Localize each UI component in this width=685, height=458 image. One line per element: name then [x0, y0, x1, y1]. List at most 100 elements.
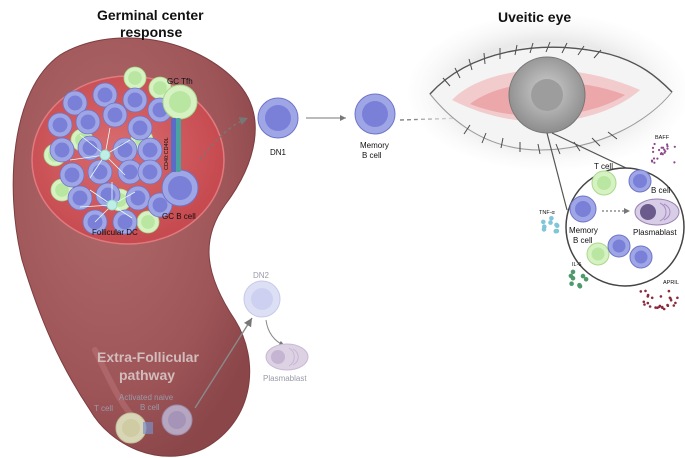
april-molecule — [666, 304, 670, 308]
tnf-molecules — [541, 216, 560, 234]
extra-follicular-title-1: Extra-Follicular — [97, 349, 199, 365]
gc-b-small-cell-nucleus — [132, 120, 148, 136]
baff-molecule — [651, 160, 654, 163]
baff-molecule — [666, 145, 669, 148]
gc-tfh-small-cell-nucleus — [153, 81, 167, 95]
inset-memory-label-2: B cell — [573, 236, 593, 245]
tcr-interaction — [143, 422, 153, 434]
april-molecule — [646, 295, 650, 298]
gc-b-small-cell-nucleus — [130, 190, 146, 206]
germinal-center-title-1: Germinal center — [97, 7, 204, 23]
gc-b-small-cell-nucleus — [97, 87, 113, 103]
april-molecule — [642, 300, 646, 304]
eye-pupil — [531, 79, 563, 111]
april-molecule — [639, 290, 643, 293]
gc-b-small-cell-nucleus — [142, 164, 158, 180]
extra-plasmablast-label: Plasmablast — [263, 374, 307, 383]
follicular-dc-label: Follicular DC — [92, 228, 138, 237]
tnf-molecule — [541, 219, 546, 225]
april-molecule — [676, 296, 679, 300]
gc-b-cell-label: GC B cell — [162, 212, 196, 221]
il6-label: IL-6 — [572, 262, 581, 268]
baff-molecule — [652, 150, 655, 153]
gc-b-small-cell-nucleus — [117, 142, 133, 158]
april-molecule — [667, 289, 671, 293]
gc-tfh-small-cell-nucleus — [55, 183, 69, 197]
follicular-dc-cell — [106, 199, 118, 211]
baff-molecule — [651, 146, 655, 149]
germinal-center-title-2: response — [120, 24, 182, 40]
inset-plasmablast — [634, 198, 680, 226]
uveitic-eye — [408, 14, 685, 170]
il6-molecule — [577, 282, 582, 288]
cd40-cd40l-interaction — [171, 118, 181, 172]
il6-molecule — [580, 273, 586, 279]
il6-molecule — [583, 277, 589, 282]
april-molecules — [639, 289, 679, 311]
baff-molecule — [658, 148, 661, 152]
baff-molecule — [663, 148, 666, 151]
gc-b-small-cell-nucleus — [52, 117, 68, 133]
baff-molecule — [673, 161, 676, 164]
tnf-molecule — [548, 220, 553, 225]
baff-molecule — [666, 147, 669, 150]
april-molecule — [656, 306, 659, 310]
il6-molecule — [569, 281, 574, 287]
gc-tfh-small-cell-nucleus — [128, 71, 142, 85]
dn1-label: DN1 — [270, 148, 287, 157]
tnf-molecule — [541, 227, 547, 232]
gc-tfh-small-cell-nucleus — [141, 215, 155, 229]
april-molecule — [650, 296, 654, 300]
extra-plasmablast — [265, 343, 309, 371]
april-molecule — [654, 306, 657, 309]
lymph-node: GC Tfh CD40:CD40L GC B cell Follicular D… — [12, 37, 256, 457]
tnf-molecule — [554, 223, 560, 228]
baff-molecules — [650, 142, 676, 164]
extra-t-cell-label: T cell — [94, 404, 113, 413]
gc-b-small-cell-nucleus — [142, 142, 158, 158]
gc-b-small-cell-nucleus — [82, 140, 98, 156]
gc-to-dn1-arrow — [199, 117, 249, 161]
april-molecule — [660, 305, 664, 309]
uveitic-eye-title: Uveitic eye — [498, 9, 571, 25]
baff-molecule — [656, 157, 659, 160]
baff-molecule — [652, 157, 656, 160]
april-molecule — [646, 301, 650, 305]
april-molecule — [669, 298, 673, 302]
gc-b-small-cell-nucleus — [64, 167, 80, 183]
tnf-label: TNF-α — [539, 210, 556, 216]
inset-b-cell-label: B cell — [651, 186, 671, 195]
april-molecule — [672, 304, 676, 307]
activated-naive-label-2: B cell — [140, 403, 160, 412]
follicular-dc-network — [69, 127, 136, 223]
tnf-molecule — [553, 228, 559, 234]
baff-molecule — [663, 151, 666, 154]
extra-follicular-title-2: pathway — [119, 367, 175, 383]
cd40-label: CD40:CD40L — [164, 137, 170, 170]
gc-b-small-cell-nucleus — [107, 107, 123, 123]
gc-b-small-cell-nucleus — [152, 197, 168, 213]
memory-b-label-1: Memory — [360, 141, 389, 150]
gc-tfh-label: GC Tfh — [167, 77, 193, 86]
gc-b-small-cell-nucleus — [127, 92, 143, 108]
activated-naive-label-1: Activated naive — [119, 393, 174, 402]
inset-t-cell-label: T cell — [594, 162, 613, 171]
extra-to-dn2-arrow — [194, 317, 253, 409]
dn2-to-plasmablast-arrow — [265, 319, 286, 347]
april-molecule — [648, 305, 652, 308]
dn2-label: DN2 — [253, 271, 270, 280]
april-molecule — [643, 303, 646, 306]
gc-b-small-cell-nucleus — [80, 114, 96, 130]
inset-plasmablast-label: Plasmablast — [633, 228, 677, 237]
tnf-molecule — [549, 216, 554, 221]
gc-cell-cluster — [43, 66, 173, 235]
baff-molecule — [653, 142, 656, 146]
inset-memory-label-1: Memory — [569, 226, 598, 235]
baff-molecule — [673, 145, 676, 148]
gc-b-small-cell-nucleus — [117, 214, 133, 230]
aqueous-humor-inset: T cell B cell Memory B cell Plasmablast — [565, 162, 685, 287]
april-label: APRIL — [663, 280, 679, 286]
gc-b-small-cell-nucleus — [54, 142, 70, 158]
il6-molecule — [570, 269, 576, 275]
